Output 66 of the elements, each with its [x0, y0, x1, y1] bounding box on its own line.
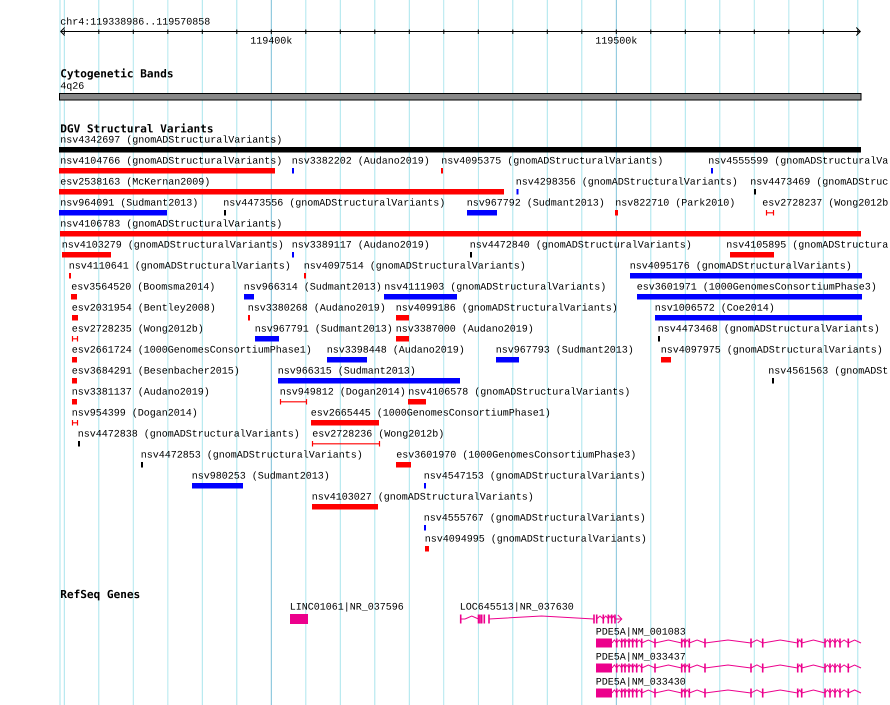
variant-label: nsv4547153 (gnomADStructuralVariants)	[424, 471, 644, 481]
variant-label: nsv4097514 (gnomADStructuralVariants)	[304, 261, 524, 271]
variant-label: esv2661724 (1000GenomesConsortiumPhase1)	[72, 345, 310, 355]
variant-label: nsv3380268 (Audano2019)	[248, 303, 384, 313]
variant-label: nsv954399 (Dogan2014)	[72, 408, 196, 418]
variant-label: nsv4342697 (gnomADStructuralVariants)	[61, 135, 281, 145]
variant-label: nsv1006572 (Coe2014)	[656, 303, 774, 313]
variant-label: nsv4473556 (gnomADStructuralVariants)	[224, 198, 444, 208]
variant-label: nsv4555767 (gnomADStructuralVariants)	[424, 513, 644, 523]
variant-label: nsv822710 (Park2010)	[616, 198, 734, 208]
variant-label: esv2031954 (Bentley2008)	[72, 303, 214, 313]
tick-label: 119400k	[251, 36, 292, 44]
variant-label: esv2728237 (Wong2012b	[762, 198, 888, 208]
variant-label: nsv4473469 (gnomADStruc	[751, 177, 888, 187]
variant-label: nsv4472838 (gnomADStructuralVariants)	[78, 429, 298, 439]
gene-label: LOC645513|NR_037630	[460, 602, 574, 612]
variant-label: esv3601971 (1000GenomesConsortiumPhase3)	[637, 282, 876, 292]
variant-label: esv3601970 (1000GenomesConsortiumPhase3)	[396, 450, 635, 460]
track-title: DGV Structural Variants	[61, 123, 213, 133]
variant-label: nsv4561563 (gnomADSt	[769, 366, 888, 376]
variant-label: esv3564520 (Boomsma2014)	[72, 282, 214, 292]
variant-label: nsv4472853 (gnomADStructuralVariants)	[142, 450, 362, 460]
band-label: 4q26	[60, 82, 84, 91]
variant-label: nsv949812 (Dogan2014)	[280, 387, 404, 397]
variant-label: nsv3381137 (Audano2019)	[72, 387, 208, 397]
gene-label: PDE5A|NM_033437	[596, 652, 685, 662]
variant-label: esv2728235 (Wong2012b)	[72, 324, 202, 334]
variant-label: nsv964091 (Sudmant2013)	[61, 198, 197, 208]
variant-label: nsv980253 (Sudmant2013)	[192, 471, 328, 481]
variant-label: nsv967793 (Sudmant2013)	[496, 345, 632, 355]
variant-label: nsv4095375 (gnomADStructuralVariants)	[442, 156, 662, 166]
gene-label: PDE5A|NM_001083	[596, 627, 686, 637]
tick-label: 119500k	[596, 36, 637, 44]
variant-label: nsv4105895 (gnomADStructura	[727, 240, 888, 250]
gene-label: LINC01061|NR_037596	[290, 602, 404, 612]
variant-label: nsv4106578 (gnomADStructuralVariants)	[409, 387, 629, 397]
region-label: chr4:119338986..119570858	[60, 17, 210, 25]
track-title: RefSeq Genes	[60, 590, 140, 600]
variant-label: nsv4103279 (gnomADStructuralVariants)	[62, 240, 282, 250]
variant-label: nsv966315 (Sudmant2013)	[278, 366, 414, 376]
variant-label: nsv4104766 (gnomADStructuralVariants)	[61, 156, 281, 166]
variant-label: esv2728236 (Wong2012b)	[312, 429, 443, 439]
variant-label: nsv4099186 (gnomADStructuralVariants)	[396, 303, 616, 313]
variant-label: nsv4111903 (gnomADStructuralVariants)	[385, 282, 605, 292]
variant-label: nsv3398448 (Audano2019)	[328, 345, 464, 355]
variant-label: esv2538163 (McKernan2009)	[60, 177, 209, 187]
gene-label: PDE5A|NM_033430	[596, 677, 686, 687]
variant-label: nsv4103027 (gnomADStructuralVariants)	[312, 492, 532, 502]
variant-label: nsv4095176 (gnomADStructuralVariants)	[630, 261, 850, 271]
variant-label: nsv3382202 (Audano2019)	[292, 156, 428, 166]
variant-label: nsv967791 (Sudmant2013)	[256, 324, 392, 334]
variant-label: nsv3387000 (Audano2019)	[396, 324, 532, 334]
variant-label: nsv3389117 (Audano2019)	[292, 240, 428, 250]
variant-label: nsv4555599 (gnomADStructuralVa	[709, 156, 888, 166]
track-title: Cytogenetic Bands	[61, 68, 173, 80]
variant-label: esv2665445 (1000GenomesConsortiumPhase1)	[311, 408, 550, 418]
variant-label: nsv966314 (Sudmant2013)	[244, 282, 380, 292]
variant-label: esv3684291 (Besenbacher2015)	[72, 366, 238, 376]
variant-label: nsv4097975 (gnomADStructuralVariants)	[662, 345, 882, 355]
variant-label: nsv967792 (Sudmant2013)	[468, 198, 604, 208]
variant-label: nsv4472840 (gnomADStructuralVariants)	[470, 240, 690, 250]
variant-label: nsv4473468 (gnomADStructuralVariants)	[658, 324, 878, 334]
variant-label: nsv4106783 (gnomADStructuralVariants)	[61, 219, 281, 229]
variant-label: nsv4298356 (gnomADStructuralVariants)	[516, 177, 736, 187]
variant-label: nsv4110641 (gnomADStructuralVariants)	[70, 261, 290, 271]
variant-label: nsv4094995 (gnomADStructuralVariants)	[426, 534, 646, 544]
